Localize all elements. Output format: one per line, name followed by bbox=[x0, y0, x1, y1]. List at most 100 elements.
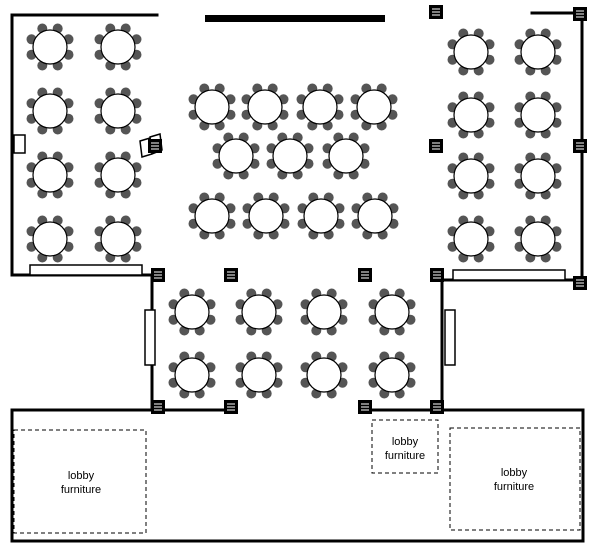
table-top bbox=[100, 157, 136, 193]
lobby-furniture-area-right bbox=[449, 427, 581, 531]
table-top bbox=[302, 89, 338, 125]
table-top bbox=[100, 29, 136, 65]
lobby-label-middle-line1: lobby bbox=[392, 436, 419, 448]
round-table-icon bbox=[514, 215, 562, 263]
table-top bbox=[247, 89, 283, 125]
emergency-exit-sign-icon bbox=[573, 139, 587, 153]
exit-signs bbox=[148, 5, 587, 414]
table-top bbox=[374, 294, 410, 330]
table-top bbox=[303, 198, 339, 234]
table-top bbox=[374, 357, 410, 393]
emergency-exit-sign-icon bbox=[429, 5, 443, 19]
emergency-exit-sign-icon bbox=[151, 268, 165, 282]
round-table-icon bbox=[188, 83, 236, 131]
lobby-furniture-area-left bbox=[13, 429, 147, 534]
table-top bbox=[32, 157, 68, 193]
table-top bbox=[272, 138, 308, 174]
round-table-icon bbox=[447, 28, 495, 76]
emergency-exit-sign-icon bbox=[358, 268, 372, 282]
round-table-icon bbox=[447, 215, 495, 263]
table-top bbox=[100, 221, 136, 257]
table-top bbox=[520, 97, 556, 133]
round-table-icon bbox=[26, 87, 74, 135]
table-top bbox=[194, 198, 230, 234]
right-wing-door bbox=[452, 269, 566, 281]
table-top bbox=[218, 138, 254, 174]
emergency-exit-sign-icon bbox=[358, 400, 372, 414]
round-table-icon bbox=[368, 351, 416, 399]
table-top bbox=[520, 158, 556, 194]
round-table-icon bbox=[94, 23, 142, 71]
left-corridor-door bbox=[144, 309, 156, 366]
emergency-exit-sign-icon bbox=[429, 139, 443, 153]
emergency-exit-sign-icon bbox=[430, 400, 444, 414]
table-top bbox=[520, 34, 556, 70]
round-table-icon bbox=[188, 192, 236, 240]
side-door bbox=[13, 134, 26, 154]
lobby-furniture-area-middle bbox=[371, 419, 439, 474]
round-table-icon bbox=[351, 192, 399, 240]
table-top bbox=[356, 89, 392, 125]
table-top bbox=[248, 198, 284, 234]
round-table-icon bbox=[26, 215, 74, 263]
emergency-exit-sign-icon bbox=[151, 400, 165, 414]
emergency-exit-sign-icon bbox=[224, 268, 238, 282]
right-corridor-door bbox=[444, 309, 456, 366]
round-table-icon bbox=[26, 23, 74, 71]
table-top bbox=[520, 221, 556, 257]
lobby-labels: lobby furniture lobby furniture lobby fu… bbox=[61, 436, 534, 496]
table-top bbox=[453, 97, 489, 133]
round-table-icon bbox=[235, 288, 283, 336]
round-table-icon bbox=[300, 288, 348, 336]
round-table-icon bbox=[242, 192, 290, 240]
table-top bbox=[328, 138, 364, 174]
round-table-icon bbox=[241, 83, 289, 131]
round-table-icon bbox=[168, 288, 216, 336]
left-wing-door bbox=[29, 264, 143, 276]
emergency-exit-sign-icon bbox=[148, 139, 162, 153]
round-table-icon bbox=[296, 83, 344, 131]
lobby-label-right-line2: furniture bbox=[494, 481, 534, 493]
round-table-icon bbox=[235, 351, 283, 399]
table-top bbox=[453, 158, 489, 194]
left-wing-wall bbox=[10, 13, 159, 412]
round-table-icon bbox=[514, 91, 562, 139]
stage bbox=[205, 15, 385, 22]
table-top bbox=[32, 29, 68, 65]
table-top bbox=[174, 294, 210, 330]
table-top bbox=[241, 357, 277, 393]
round-table-icon bbox=[368, 288, 416, 336]
table-top bbox=[453, 221, 489, 257]
emergency-exit-sign-icon bbox=[573, 7, 587, 21]
round-table-icon bbox=[447, 91, 495, 139]
table-top bbox=[306, 294, 342, 330]
round-table-icon bbox=[514, 152, 562, 200]
round-table-icon bbox=[94, 215, 142, 263]
table-top bbox=[357, 198, 393, 234]
table-top bbox=[306, 357, 342, 393]
lobby-label-middle-line2: furniture bbox=[385, 450, 425, 462]
table-top bbox=[32, 221, 68, 257]
table-top bbox=[174, 357, 210, 393]
table-top bbox=[241, 294, 277, 330]
table-top bbox=[32, 93, 68, 129]
round-table-icon bbox=[26, 151, 74, 199]
lobby-label-left-line1: lobby bbox=[68, 470, 95, 482]
round-table-icon bbox=[322, 132, 370, 180]
lobby-label-right-line1: lobby bbox=[501, 467, 528, 479]
emergency-exit-sign-icon bbox=[224, 400, 238, 414]
round-table-icon bbox=[300, 351, 348, 399]
round-table-icon bbox=[266, 132, 314, 180]
doors bbox=[13, 134, 566, 366]
round-table-icon bbox=[94, 87, 142, 135]
round-table-icon bbox=[168, 351, 216, 399]
round-table-icon bbox=[350, 83, 398, 131]
round-table-icon bbox=[297, 192, 345, 240]
table-top bbox=[453, 34, 489, 70]
round-table-icon bbox=[94, 151, 142, 199]
table-top bbox=[100, 93, 136, 129]
table-top bbox=[194, 89, 230, 125]
emergency-exit-sign-icon bbox=[573, 276, 587, 290]
round-table-icon bbox=[447, 152, 495, 200]
